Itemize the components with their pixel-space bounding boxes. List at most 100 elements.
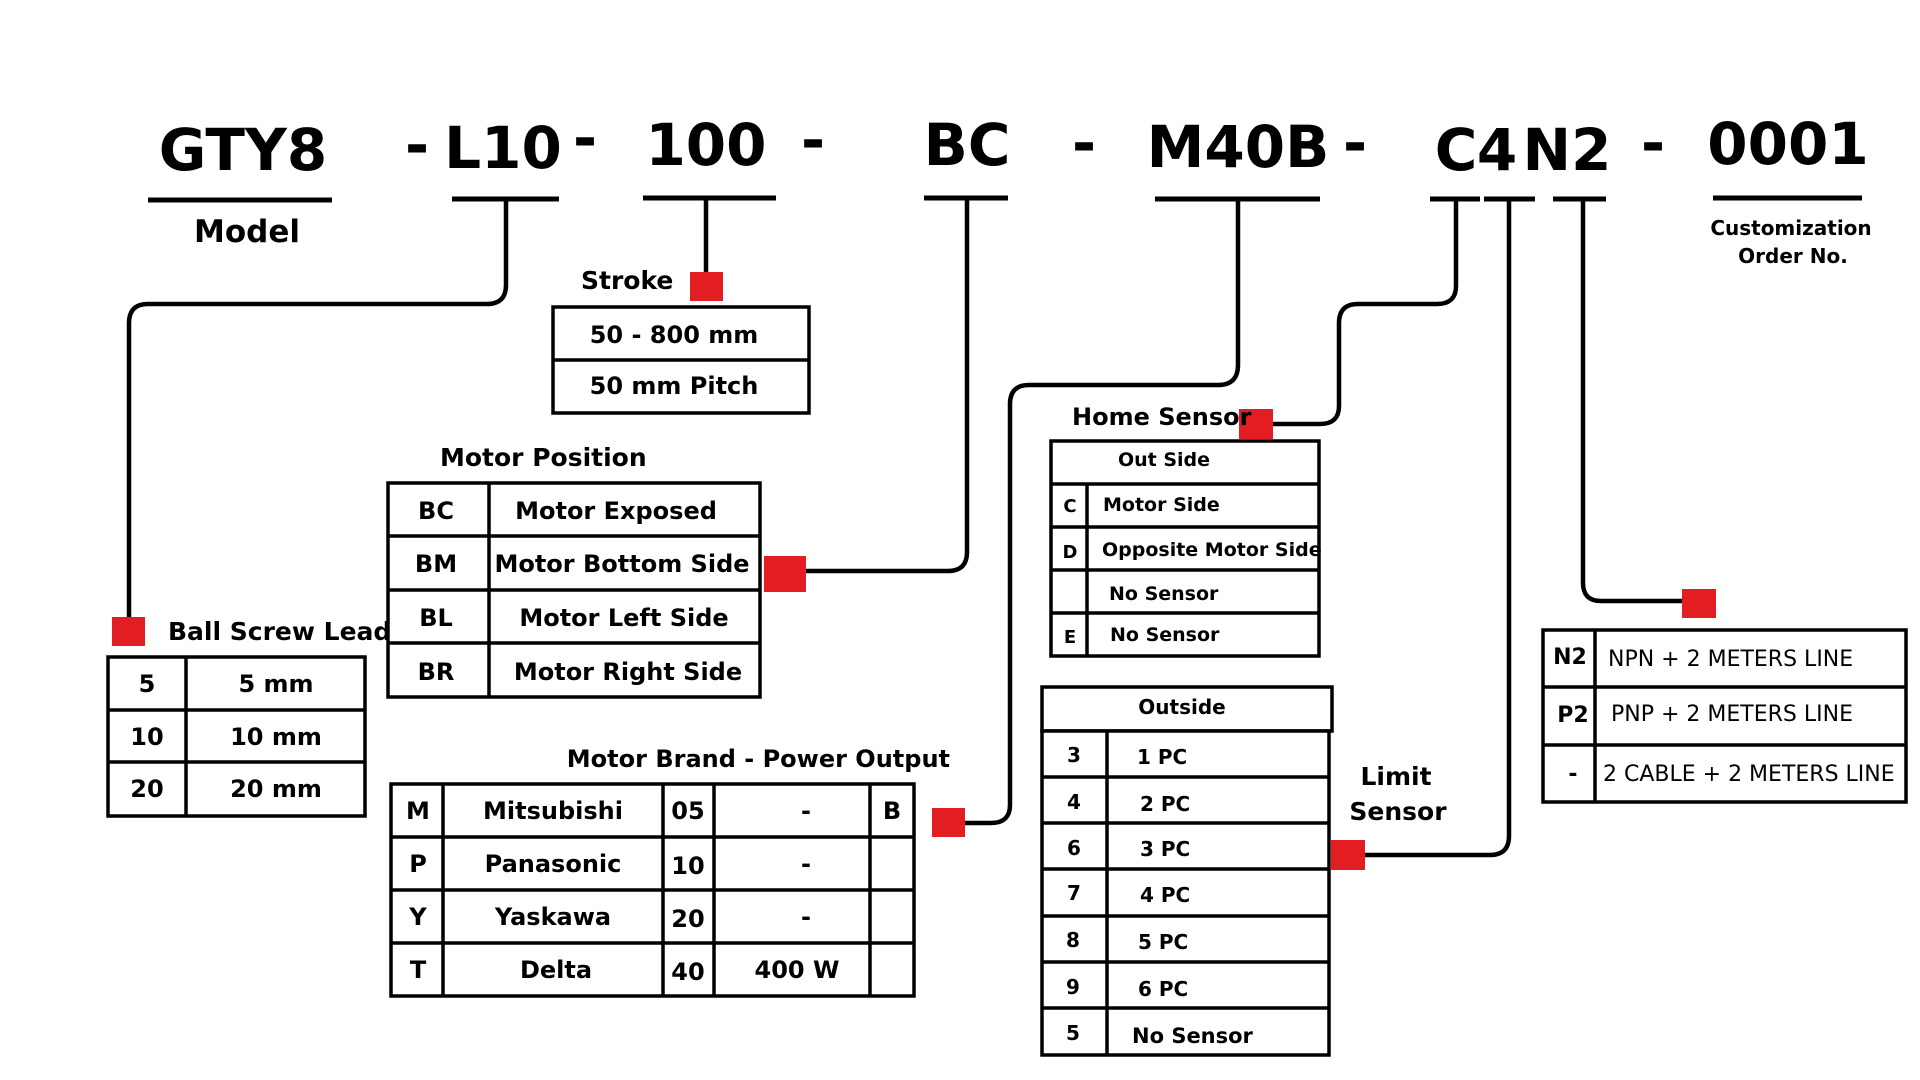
svg-text:-: - xyxy=(1568,762,1577,787)
limit-sensor-label-2: Sensor xyxy=(1349,797,1447,826)
svg-text:Y: Y xyxy=(408,903,427,931)
home-sensor-header: Out Side xyxy=(1118,449,1210,471)
svg-text:10 mm: 10 mm xyxy=(230,723,322,751)
svg-text:No Sensor: No Sensor xyxy=(1132,1024,1254,1048)
customization-label: Customization xyxy=(1710,216,1871,240)
table-row: 5 5 mm xyxy=(139,670,314,698)
svg-text:-: - xyxy=(801,797,811,825)
svg-text:5 mm: 5 mm xyxy=(238,670,313,698)
code-sensor-type: N2 xyxy=(1523,116,1612,184)
table-row: BC Motor Exposed xyxy=(418,497,717,525)
motor-brand-table: M Mitsubishi 05 - B P Panasonic 10 - Y Y… xyxy=(389,782,916,998)
svg-text:P2: P2 xyxy=(1557,703,1588,728)
table-row: - 2 CABLE + 2 METERS LINE xyxy=(1568,762,1894,787)
connector-lead xyxy=(126,199,509,620)
connector-home-sensor xyxy=(1270,199,1459,427)
code-separator: - xyxy=(1641,109,1665,177)
svg-text:20: 20 xyxy=(130,775,163,803)
home-sensor-table: Out Side C Motor Side D Opposite Motor S… xyxy=(1049,439,1322,658)
marker-limit-sensor xyxy=(1331,840,1365,870)
table-row: C Motor Side xyxy=(1063,494,1219,517)
stroke-range: 50 - 800 mm xyxy=(590,321,759,349)
table-row: 6 3 PC xyxy=(1067,836,1190,861)
svg-text:Mitsubishi: Mitsubishi xyxy=(483,797,623,825)
table-row: 5 No Sensor xyxy=(1066,1021,1254,1048)
table-row: 3 1 PC xyxy=(1067,743,1187,769)
connector-motor-position xyxy=(800,198,970,574)
connector-sensor-type xyxy=(1580,199,1685,604)
motor-position-label: Motor Position xyxy=(440,443,647,472)
svg-text:-: - xyxy=(801,850,811,878)
motor-position-table: BC Motor Exposed BM Motor Bottom Side BL… xyxy=(386,481,762,699)
svg-text:BM: BM xyxy=(415,550,457,578)
markers xyxy=(112,272,1716,870)
table-row: P Panasonic 10 - xyxy=(409,850,811,880)
svg-text:7: 7 xyxy=(1067,881,1081,905)
svg-text:Motor Right Side: Motor Right Side xyxy=(514,658,742,686)
code-underlines xyxy=(148,195,1862,203)
svg-text:BL: BL xyxy=(419,604,453,632)
svg-text:NPN + 2 METERS LINE: NPN + 2 METERS LINE xyxy=(1608,647,1853,672)
code-model: GTY8 xyxy=(159,116,328,184)
svg-text:E: E xyxy=(1064,627,1076,648)
svg-text:Yaskawa: Yaskawa xyxy=(494,903,611,931)
model-label: Model xyxy=(194,214,300,250)
stroke-table: 50 - 800 mm 50 mm Pitch xyxy=(551,305,811,415)
home-sensor-label: Home Sensor xyxy=(1072,403,1252,431)
table-row: M Mitsubishi 05 - B xyxy=(406,797,901,825)
table-row: BM Motor Bottom Side xyxy=(415,550,750,578)
svg-text:Motor Left Side: Motor Left Side xyxy=(519,604,728,632)
table-row: D Opposite Motor Side xyxy=(1063,539,1322,563)
code-separator: - xyxy=(801,106,825,174)
code-motor-brand: M40B xyxy=(1147,113,1330,181)
svg-text:M: M xyxy=(406,797,430,825)
code-lead: L10 xyxy=(444,114,562,182)
svg-text:5: 5 xyxy=(1066,1021,1080,1045)
svg-text:10: 10 xyxy=(130,723,163,751)
svg-text:D: D xyxy=(1063,542,1078,563)
marker-motor-brand xyxy=(932,808,965,837)
svg-text:20: 20 xyxy=(671,905,704,933)
svg-text:Panasonic: Panasonic xyxy=(485,850,622,878)
svg-text:Motor Bottom Side: Motor Bottom Side xyxy=(494,550,749,578)
svg-text:-: - xyxy=(801,903,811,931)
svg-text:5 PC: 5 PC xyxy=(1138,930,1188,954)
svg-text:05: 05 xyxy=(671,797,704,825)
svg-text:4: 4 xyxy=(1067,790,1081,814)
svg-text:400 W: 400 W xyxy=(755,956,840,984)
table-row: T Delta 40 400 W xyxy=(410,956,840,986)
code-limit-sensor: 4 xyxy=(1477,116,1517,184)
svg-text:Motor Side: Motor Side xyxy=(1103,494,1220,516)
stroke-pitch: 50 mm Pitch xyxy=(590,372,759,400)
svg-text:8: 8 xyxy=(1066,928,1080,952)
table-row: E No Sensor xyxy=(1064,624,1220,648)
svg-text:BC: BC xyxy=(418,497,454,525)
marker-motor-position xyxy=(764,556,806,592)
svg-text:40: 40 xyxy=(671,958,704,986)
svg-text:20 mm: 20 mm xyxy=(230,775,322,803)
svg-text:4 PC: 4 PC xyxy=(1140,883,1190,907)
svg-text:B: B xyxy=(883,797,901,825)
ball-screw-table: 5 5 mm 10 10 mm 20 20 mm xyxy=(106,655,367,818)
svg-text:T: T xyxy=(410,956,427,984)
table-row: 10 10 mm xyxy=(130,723,322,751)
table-row: P2 PNP + 2 METERS LINE xyxy=(1557,702,1853,728)
motor-brand-label: Motor Brand - Power Output xyxy=(567,745,950,773)
table-row: 7 4 PC xyxy=(1067,881,1190,907)
svg-text:9: 9 xyxy=(1066,975,1080,999)
connector-motor-brand xyxy=(960,199,1241,826)
marker-lead xyxy=(112,617,145,646)
svg-text:10: 10 xyxy=(671,852,704,880)
table-row: 8 5 PC xyxy=(1066,928,1188,954)
connector-limit-sensor xyxy=(1360,199,1512,858)
code-separator: - xyxy=(405,111,429,179)
svg-text:Motor Exposed: Motor Exposed xyxy=(515,497,717,525)
svg-text:No Sensor: No Sensor xyxy=(1109,583,1219,605)
table-row: 4 2 PC xyxy=(1067,790,1190,816)
code-motor-position: BC xyxy=(924,111,1011,179)
table-row: BL Motor Left Side xyxy=(419,604,728,632)
svg-text:BR: BR xyxy=(418,658,455,686)
limit-sensor-label: Limit xyxy=(1360,762,1431,791)
code-stroke: 100 xyxy=(645,111,766,179)
